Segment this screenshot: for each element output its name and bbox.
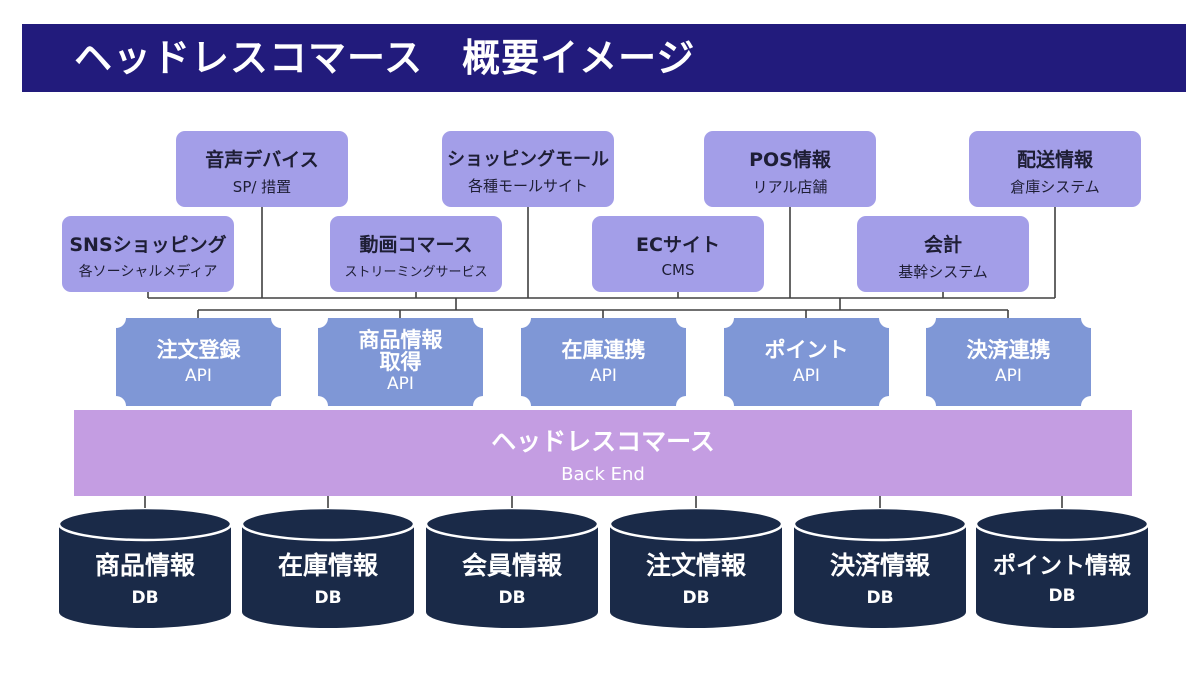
channel-ec-site: ECサイト CMS <box>592 216 764 292</box>
channel-title: SNSショッピング <box>69 234 227 256</box>
channel-subtitle: 基幹システム <box>898 263 988 281</box>
api-ticket-shape <box>724 318 889 406</box>
channel-title: POS情報 <box>749 149 831 171</box>
channel-subtitle: 各種モールサイト <box>467 177 588 195</box>
api-ticket-shape <box>318 318 483 406</box>
db-title: 決済情報 <box>829 551 930 580</box>
backend-title: ヘッドレスコマース <box>491 426 715 456</box>
db-title: 在庫情報 <box>277 551 378 580</box>
db-title: ポイント情報 <box>993 553 1131 579</box>
channel-title: 音声デバイス <box>205 149 319 171</box>
channel-subtitle: ストリーミングサービス <box>344 265 488 280</box>
db-subtitle: DB <box>498 588 526 608</box>
channel-title: 会計 <box>923 234 962 256</box>
channel-subtitle: SP/ 措置 <box>232 178 292 196</box>
api-title: 在庫連携 <box>561 337 646 362</box>
database-cylinder-icon <box>976 508 1148 628</box>
channel-title: ECサイト <box>636 234 720 256</box>
db-inventory: 在庫情報 DB <box>242 508 414 628</box>
db-title: 商品情報 <box>94 551 195 580</box>
db-payment: 決済情報 DB <box>794 508 966 628</box>
backend-subtitle: Back End <box>561 463 645 485</box>
channel-voice-device: 音声デバイス SP/ 措置 <box>176 131 348 207</box>
channel-delivery: 配送情報 倉庫システム <box>969 131 1141 207</box>
api-subtitle: API <box>793 365 820 386</box>
channel-subtitle: 倉庫システム <box>1010 178 1100 196</box>
api-title: ポイント <box>764 337 849 362</box>
channel-subtitle: CMS <box>661 261 695 279</box>
db-product: 商品情報 DB <box>59 508 231 628</box>
channel-video-commerce: 動画コマース ストリーミングサービス <box>330 216 502 292</box>
api-subtitle: API <box>387 374 414 394</box>
database-cylinder-icon <box>610 508 782 628</box>
db-title: 会員情報 <box>461 551 562 580</box>
channel-title: ショッピングモール <box>447 149 609 170</box>
backend-bar: ヘッドレスコマース Back End <box>74 410 1132 496</box>
db-title: 注文情報 <box>645 551 746 580</box>
api-title: 決済連携 <box>966 337 1051 362</box>
db-order: 注文情報 DB <box>610 508 782 628</box>
channel-title: 動画コマース <box>359 234 473 256</box>
api-inventory-sync: 在庫連携 API <box>521 318 686 406</box>
channel-sns-shopping: SNSショッピング 各ソーシャルメディア <box>62 216 234 292</box>
db-subtitle: DB <box>1048 586 1076 606</box>
api-payment-sync: 決済連携 API <box>926 318 1091 406</box>
db-subtitle: DB <box>314 588 342 608</box>
api-points: ポイント API <box>724 318 889 406</box>
database-cylinder-icon <box>426 508 598 628</box>
api-title: 注文登録 <box>156 337 241 362</box>
api-ticket-shape <box>116 318 281 406</box>
database-cylinder-icon <box>794 508 966 628</box>
channel-accounting: 会計 基幹システム <box>857 216 1029 292</box>
database-cylinder-icon <box>59 508 231 628</box>
channel-subtitle: リアル店舗 <box>752 178 828 196</box>
db-subtitle: DB <box>131 588 159 608</box>
channel-shopping-mall: ショッピングモール 各種モールサイト <box>442 131 614 207</box>
database-cylinder-icon <box>242 508 414 628</box>
channel-title: 配送情報 <box>1016 149 1093 171</box>
api-ticket-shape <box>926 318 1091 406</box>
api-title: 商品情報 取得 <box>358 328 443 374</box>
page-title: ヘッドレスコマース 概要イメージ <box>74 36 696 80</box>
db-subtitle: DB <box>866 588 894 608</box>
channel-pos: POS情報 リアル店舗 <box>704 131 876 207</box>
api-product-info: 商品情報 取得 API <box>318 318 483 406</box>
header-bar: ヘッドレスコマース 概要イメージ <box>22 24 1186 92</box>
db-subtitle: DB <box>682 588 710 608</box>
api-subtitle: API <box>185 365 212 386</box>
api-ticket-shape <box>521 318 686 406</box>
db-points: ポイント情報 DB <box>976 508 1148 628</box>
db-member: 会員情報 DB <box>426 508 598 628</box>
api-subtitle: API <box>995 365 1022 386</box>
channel-subtitle: 各ソーシャルメディア <box>78 264 218 280</box>
api-order-registration: 注文登録 API <box>116 318 281 406</box>
api-subtitle: API <box>590 365 617 386</box>
